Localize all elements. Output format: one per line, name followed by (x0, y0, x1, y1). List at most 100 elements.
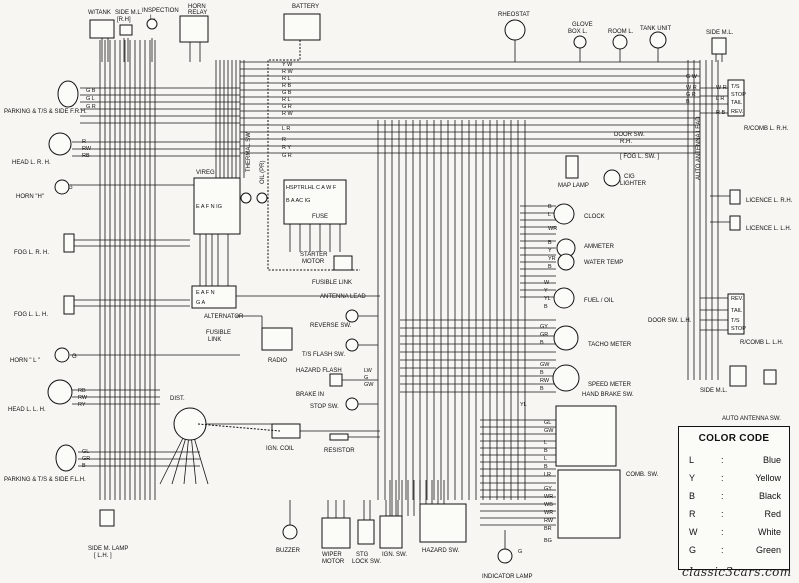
tag-center-2: GW (364, 382, 374, 388)
rcomb-rh-box (727, 79, 745, 117)
head-lh-lamp (47, 379, 73, 405)
thermal-sw-dot (240, 192, 252, 204)
tag-rcomb-lh-tail: TAIL (731, 308, 742, 314)
color-code-row: G : Green (687, 545, 785, 559)
tank-unit (649, 31, 667, 49)
label-glove-box: GLOVE (572, 22, 593, 28)
label-rcomb-rh: R/COMB L. R.H. (744, 126, 789, 132)
label-comb-sw: COMB. SW. (626, 472, 659, 478)
label-brake-in: BRAKE IN (296, 392, 324, 398)
stop-sw (345, 397, 359, 411)
color-code-key: Y (689, 473, 696, 483)
oil-pr-dot (256, 192, 268, 204)
tag-head-lh-0: RB (78, 388, 86, 394)
horn-relay-box (179, 15, 209, 43)
indicator-lamp (497, 548, 513, 564)
tag-gauge-10: B (544, 304, 548, 310)
label-dist: DIST. (170, 396, 185, 402)
horn-h (54, 179, 70, 195)
tag-left-top-0: G B (86, 88, 96, 94)
wire-layer (70, 38, 730, 549)
label-fuse: FUSE (312, 214, 328, 220)
color-code-value: Black (758, 491, 781, 501)
label-door-sw-lh: DOOR SW. L.H. (648, 318, 692, 324)
label-horn-l-pin: G (72, 354, 77, 360)
color-code-value: Yellow (755, 473, 781, 483)
ts-flash-sw (345, 338, 359, 352)
label-glove-box-sub: BOX L. (568, 29, 588, 35)
label-alternator: ALTERNATOR (204, 314, 244, 320)
label-fusible-link-1: FUSIBLE (206, 330, 231, 336)
tag-meter-6: B (540, 386, 544, 392)
label-wiper-motor-sub: MOTOR (322, 559, 345, 565)
tag-bottom-right-0: BG (544, 538, 552, 544)
tag-comb-3: B (544, 448, 548, 454)
tag-park-lh-0: GL (82, 449, 89, 455)
components (47, 13, 777, 564)
tag-harness-8: L R (282, 126, 290, 132)
label-horn-relay: HORN (188, 4, 206, 10)
water-temp (557, 253, 575, 271)
tacho-meter (553, 325, 579, 351)
tag-park-lh-1: GR (82, 456, 90, 462)
label-thermal-sw: THERMAL SW (246, 132, 252, 172)
label-speed-meter: SPEED METER (588, 382, 632, 388)
label-room-l: ROOM L. (608, 29, 634, 35)
label-alt-pins: E A F N (196, 290, 215, 296)
fuel-oil (553, 287, 575, 309)
hazard-sw-box (419, 503, 467, 543)
tag-head-lh-1: RW (78, 395, 88, 401)
label-fog-lh: FOG L. L. H. (14, 312, 48, 318)
tag-head-rh-2: RB (82, 153, 90, 159)
starter-motor-box (333, 255, 353, 271)
label-stg-lock-sub: LOCK SW. (352, 559, 381, 565)
tag-rcomb-rh-stop: STOP (731, 92, 746, 98)
label-side-ml-lh-right: SIDE M.L. (700, 388, 728, 394)
label-hand-brake-sw: HAND BRAKE SW. (582, 392, 634, 398)
fuse-block (283, 179, 347, 225)
wtank-box (89, 19, 115, 39)
tag-gauge-8: Y (544, 288, 548, 294)
tag-gauge-9: YL (544, 296, 551, 302)
color-code-key: L (689, 455, 695, 465)
label-ign-sw: IGN. SW. (382, 552, 407, 558)
tag-meter-1: GR (540, 332, 548, 338)
auto-antenna-box (729, 365, 747, 387)
label-auto-antenna-sw: AUTO ANTENNA SW. (722, 416, 781, 422)
label-stop-sw: STOP SW. (310, 404, 339, 410)
color-code-sep: : (721, 491, 724, 501)
tag-center-0: LW (364, 368, 373, 374)
tag-ign-3: WR (544, 510, 553, 516)
tag-rcomb-lh-ts: T/S (731, 318, 740, 324)
label-starter: STARTER (300, 252, 328, 258)
inspection-lamp (146, 18, 158, 30)
label-alt-pins-2: G A (196, 300, 206, 306)
label-rheostat: RHEOSTAT (498, 12, 530, 18)
tag-harness-3: R B (282, 83, 292, 89)
label-fuse-top: HSPTRLHL C A W F (286, 185, 337, 191)
licence-rh-box (729, 189, 741, 205)
color-code-value: White (757, 527, 781, 537)
label-fog-rh: FOG L. R. H. (14, 250, 49, 256)
tag-gauge-6: B (548, 264, 552, 270)
tag-right-top-2: G R (686, 92, 696, 98)
label-ammeter: AMMETER (584, 244, 615, 250)
tag-head-lh-2: RY (78, 402, 86, 408)
tag-ign-4: RW (544, 518, 554, 524)
tag-comb-4: L (544, 456, 547, 462)
label-rcomb-lh: R/COMB L. L.H. (740, 340, 784, 346)
side-ml-rh-box (119, 24, 133, 36)
label-radio: RADIO (268, 358, 287, 364)
tag-harness-1: R W (282, 69, 294, 75)
label-battery: BATTERY (292, 4, 319, 10)
wire-tags: G B G L G R R RW RB RB RW RY GL GR B Y W… (78, 62, 727, 555)
ign-coil-box (271, 423, 301, 439)
tag-harness-4: G B (282, 90, 292, 96)
color-code-legend: COLOR CODE L : Blue Y : Yellow B : Black… (678, 426, 790, 570)
tag-center-3: YL (520, 402, 527, 408)
label-ign-coil: IGN. COIL (266, 446, 295, 452)
label-tank-unit: TANK UNIT (640, 26, 672, 32)
tag-harness-11: G R (282, 153, 292, 159)
speed-meter (552, 364, 580, 392)
